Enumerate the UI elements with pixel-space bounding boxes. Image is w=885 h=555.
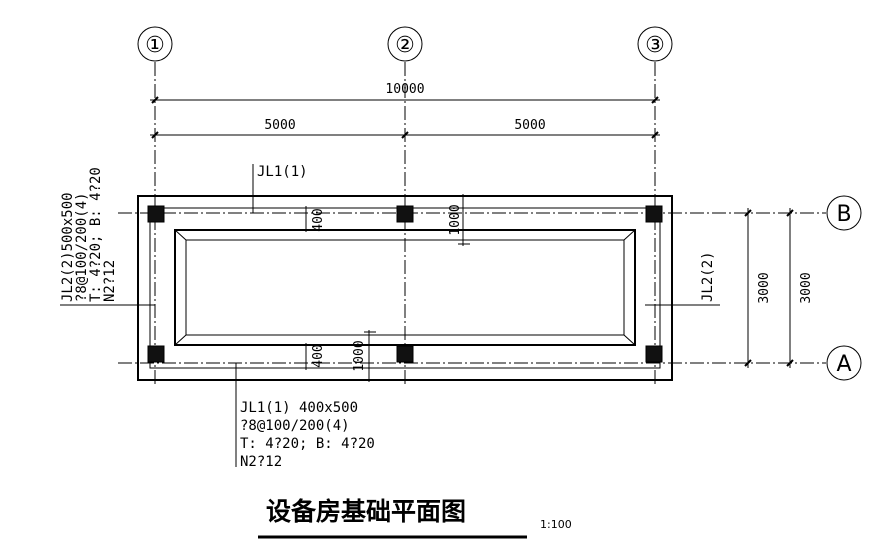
axis-bubble-2: ② <box>387 26 423 62</box>
label-jl1-bottom-line3: T: 4?20; B: 4?20 <box>240 436 375 452</box>
dim-right-outer: 3000 <box>799 272 814 303</box>
column-a3 <box>645 345 663 363</box>
label-jl1-bottom-group: JL1(1) 400x500 ?8@100/200(4) T: 4?20; B:… <box>235 363 375 470</box>
column-b2 <box>396 205 414 223</box>
dim-span-right: 5000 <box>514 118 545 133</box>
axis-bubble-b: B <box>826 195 862 231</box>
label-jl1-top-group: JL1(1) <box>252 164 308 213</box>
label-jl2-left-line1: JL2(2)500x500 <box>60 192 76 302</box>
axis-label-b: B <box>836 202 851 227</box>
beam-width-dims: 400 400 <box>300 206 326 370</box>
dim-beam-width-top: 400 <box>311 208 326 231</box>
top-dimensions: 10000 5000 5000 <box>150 82 660 139</box>
corner-chamfers <box>174 229 636 346</box>
axis-label-a: A <box>836 352 851 377</box>
axis-bubble-a: A <box>826 345 862 381</box>
dim-bottom-footing: 1000 <box>352 340 367 371</box>
axis-bubble-1: ① <box>137 26 173 62</box>
drawing-title: 设备房基础平面图 <box>266 497 466 526</box>
label-jl1-bottom-line2: ?8@100/200(4) <box>240 418 350 434</box>
column-b3 <box>645 205 663 223</box>
foundation-outer-outline <box>137 195 673 381</box>
label-jl1-bottom-line1: JL1(1) 400x500 <box>240 400 358 416</box>
label-jl2-left-line3: T: 4?20; B: 4?20 <box>88 167 104 302</box>
drawing-title-group: 设备房基础平面图 1:100 <box>258 497 572 539</box>
label-jl2-right-group: JL2(2) <box>645 251 720 306</box>
axis-label-3: ③ <box>645 33 665 58</box>
dim-beam-width-bottom: 400 <box>311 344 326 367</box>
label-jl2-left-line2: ?8@100/200(4) <box>74 192 90 302</box>
foundation-inner-edge <box>185 239 625 336</box>
label-jl2-left-group: JL2(2)500x500 ?8@100/200(4) T: 4?20; B: … <box>60 167 155 306</box>
label-jl1-top: JL1(1) <box>257 164 308 180</box>
axis-label-2: ② <box>395 33 415 58</box>
right-dimensions: 3000 3000 <box>744 208 814 368</box>
label-jl1-bottom-line4: N2?12 <box>240 454 282 470</box>
column-a1 <box>147 345 165 363</box>
label-jl2-right: JL2(2) <box>700 251 716 302</box>
foundation-inner-opening <box>174 229 636 346</box>
columns <box>147 205 663 363</box>
footing-dims: 1000 1000 <box>352 194 470 382</box>
column-b1 <box>147 205 165 223</box>
dim-overall: 10000 <box>385 82 424 97</box>
axis-bubble-3: ③ <box>637 26 673 62</box>
column-a2 <box>396 345 414 363</box>
label-jl2-left-line4: N2?12 <box>102 260 118 302</box>
axis-label-1: ① <box>145 33 165 58</box>
dim-span-left: 5000 <box>264 118 295 133</box>
dim-right-inner: 3000 <box>757 272 772 303</box>
dim-top-footing: 1000 <box>448 204 463 235</box>
drawing-scale: 1:100 <box>540 518 572 531</box>
grid-lines <box>118 62 826 385</box>
